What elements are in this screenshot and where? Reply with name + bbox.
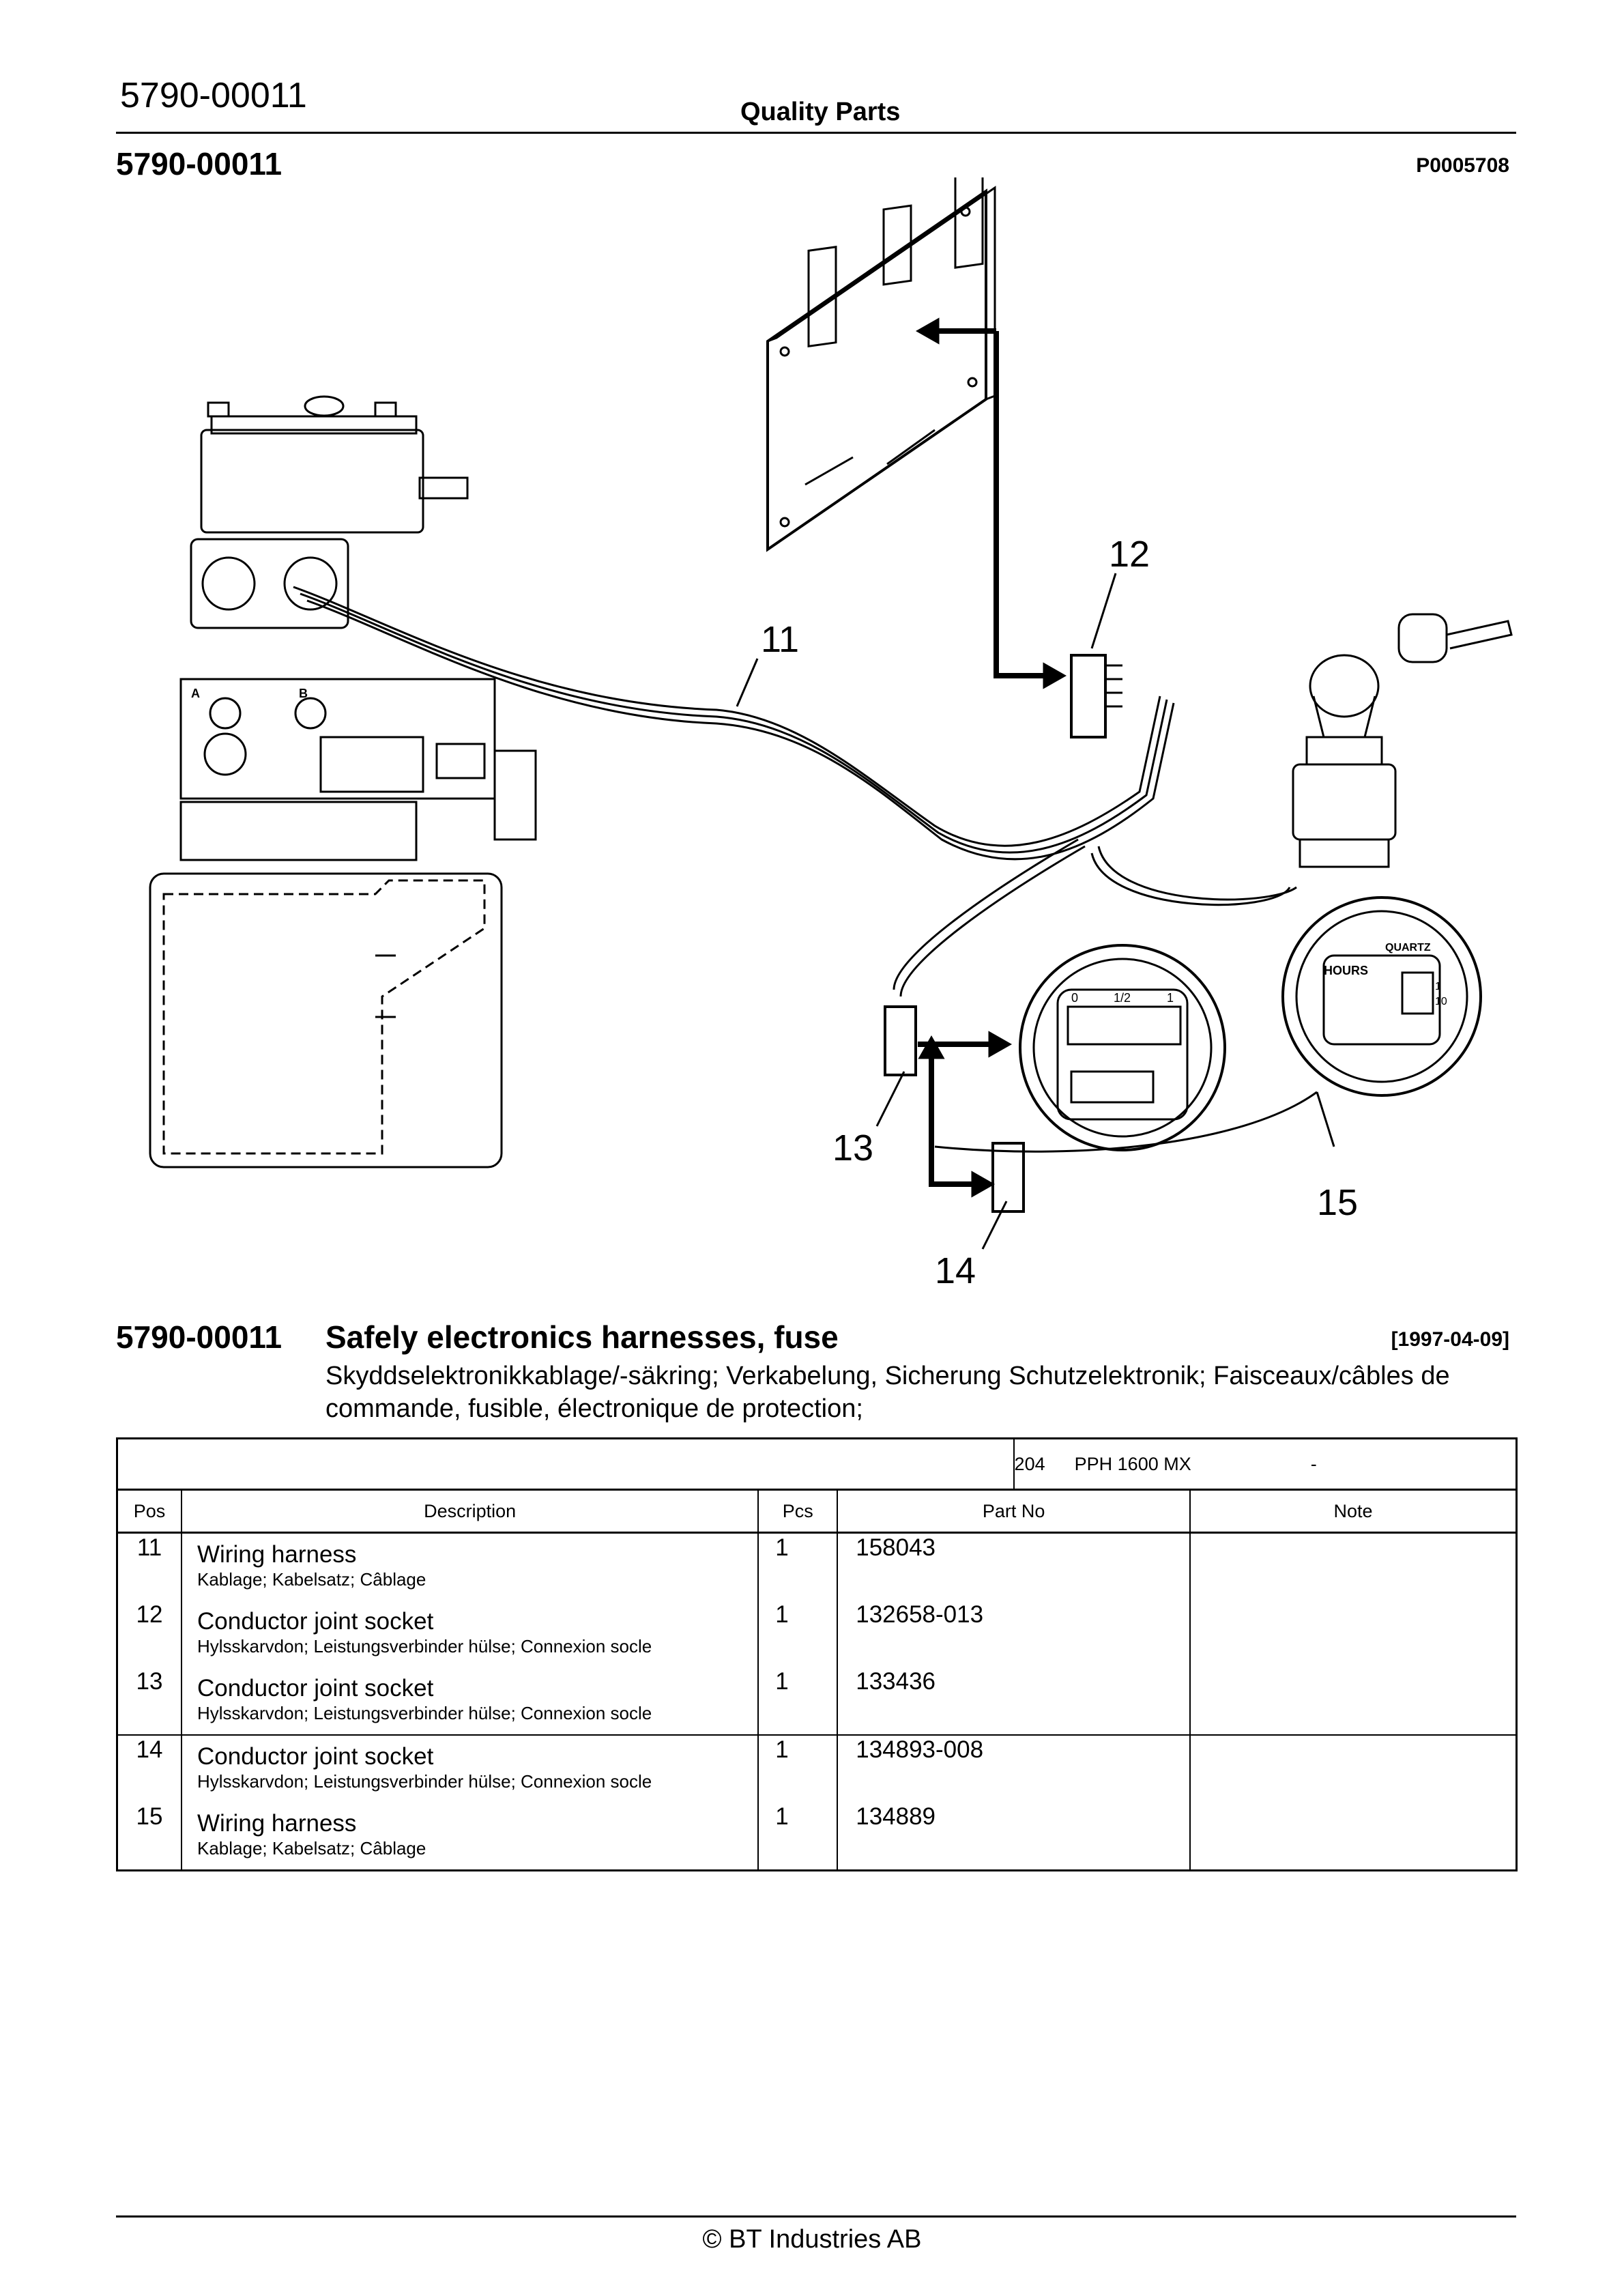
row-pcs: 1	[757, 1735, 838, 1803]
row-pos: 13	[117, 1667, 182, 1736]
col-header-pcs: Pcs	[757, 1489, 838, 1534]
row-pcs: 1	[757, 1601, 838, 1667]
model-suffix: -	[1310, 1453, 1317, 1474]
figure-doc-number: 5790-00011	[116, 146, 282, 182]
parts-list-title: Safely electronics harnesses, fuse	[325, 1319, 839, 1355]
model-cell: 204 PPH 1600 MX -	[1013, 1438, 1517, 1491]
row-part-no: 132658-013	[837, 1601, 1190, 1667]
wiring-harness-11	[293, 586, 1318, 1153]
circuit-board	[766, 177, 996, 552]
row-description: Conductor joint socket	[197, 1675, 434, 1702]
hour-meter-gauge: QUARTZ HOURS 1 10	[1281, 896, 1482, 1097]
row-part-no: 134893-008	[837, 1735, 1190, 1803]
row-note	[1189, 1667, 1517, 1736]
meter-scale-half: 1/2	[1114, 991, 1131, 1005]
callout-14: 14	[935, 1250, 976, 1291]
callout-11: 11	[761, 619, 799, 660]
row-note	[1189, 1601, 1517, 1667]
row-description: Wiring harness	[197, 1541, 357, 1568]
model-name: PPH 1600 MX	[1074, 1453, 1191, 1474]
col-header-note: Note	[1189, 1489, 1517, 1534]
battery-gauge: 0 1/2 1	[1019, 944, 1226, 1151]
row-translations: Hylsskarvdon; Leistungsverbinder hülse; …	[197, 1771, 652, 1792]
row-translations: Hylsskarvdon; Leistungsverbinder hülse; …	[197, 1703, 652, 1723]
figure-id: P0005708	[1416, 154, 1509, 177]
parts-list-number: 5790-00011	[116, 1319, 282, 1355]
model-code: 204	[1014, 1453, 1045, 1474]
row-note	[1189, 1803, 1517, 1871]
footer-copyright: © BT Industries AB	[702, 2225, 922, 2254]
callout-13: 13	[832, 1128, 873, 1168]
col-header-pos: Pos	[117, 1489, 182, 1534]
row-pcs: 1	[757, 1803, 838, 1871]
digit-1-label: 1	[1435, 981, 1441, 992]
table-header: Pos Description Pcs Part No Note	[117, 1489, 1517, 1534]
quartz-label: QUARTZ	[1385, 942, 1431, 953]
parts-list-translations: Skyddselektronikkablage/-säkring; Verkab…	[325, 1362, 1450, 1423]
meter-scale-0: 0	[1071, 991, 1078, 1005]
row-description: Wiring harness	[197, 1810, 357, 1837]
row-pos: 14	[136, 1736, 163, 1763]
key-switch	[1292, 613, 1513, 868]
model-row: 204 PPH 1600 MX -	[117, 1438, 1517, 1491]
col-header-part-no: Part No	[837, 1489, 1190, 1534]
row-pcs: 1	[757, 1532, 838, 1601]
row-pos: 11	[136, 1534, 162, 1561]
row-pos: 15	[136, 1803, 163, 1830]
row-translations: Hylsskarvdon; Leistungsverbinder hülse; …	[197, 1636, 652, 1656]
row-note	[1189, 1532, 1517, 1601]
row-part-no: 133436	[837, 1667, 1190, 1736]
parts-table: 204 PPH 1600 MX - Pos Description Pcs Pa…	[116, 1437, 1518, 1871]
row-description: Conductor joint socket	[197, 1743, 434, 1770]
valve-b-label: B	[299, 687, 308, 700]
header-title: Quality Parts	[740, 98, 901, 126]
row-pcs: 1	[757, 1667, 838, 1736]
callout-15: 15	[1317, 1182, 1358, 1223]
row-translations: Kablage; Kabelsatz; Câblage	[197, 1569, 426, 1590]
parts-list-date: [1997-04-09]	[1391, 1328, 1509, 1351]
callout-12: 12	[1109, 534, 1150, 575]
doc-number: 5790-00011	[120, 76, 307, 115]
valve-a-label: A	[191, 687, 200, 700]
header-divider	[116, 132, 1516, 134]
parts-diagram: 0 1/2 1 QUARTZ HOURS 1 10 12 11 13 14 15…	[149, 177, 1513, 1291]
hours-label: HOURS	[1324, 964, 1368, 977]
row-translations: Kablage; Kabelsatz; Câblage	[197, 1838, 426, 1859]
row-part-no: 158043	[837, 1532, 1190, 1601]
pump-unit	[149, 395, 537, 1168]
row-note	[1189, 1735, 1517, 1803]
footer-divider	[116, 2215, 1516, 2218]
digit-10-label: 10	[1435, 996, 1447, 1007]
row-pos: 12	[136, 1601, 163, 1628]
meter-scale-1: 1	[1167, 991, 1174, 1005]
row-description: Conductor joint socket	[197, 1608, 434, 1635]
col-header-description: Description	[180, 1489, 759, 1534]
row-part-no: 134889	[837, 1803, 1190, 1871]
